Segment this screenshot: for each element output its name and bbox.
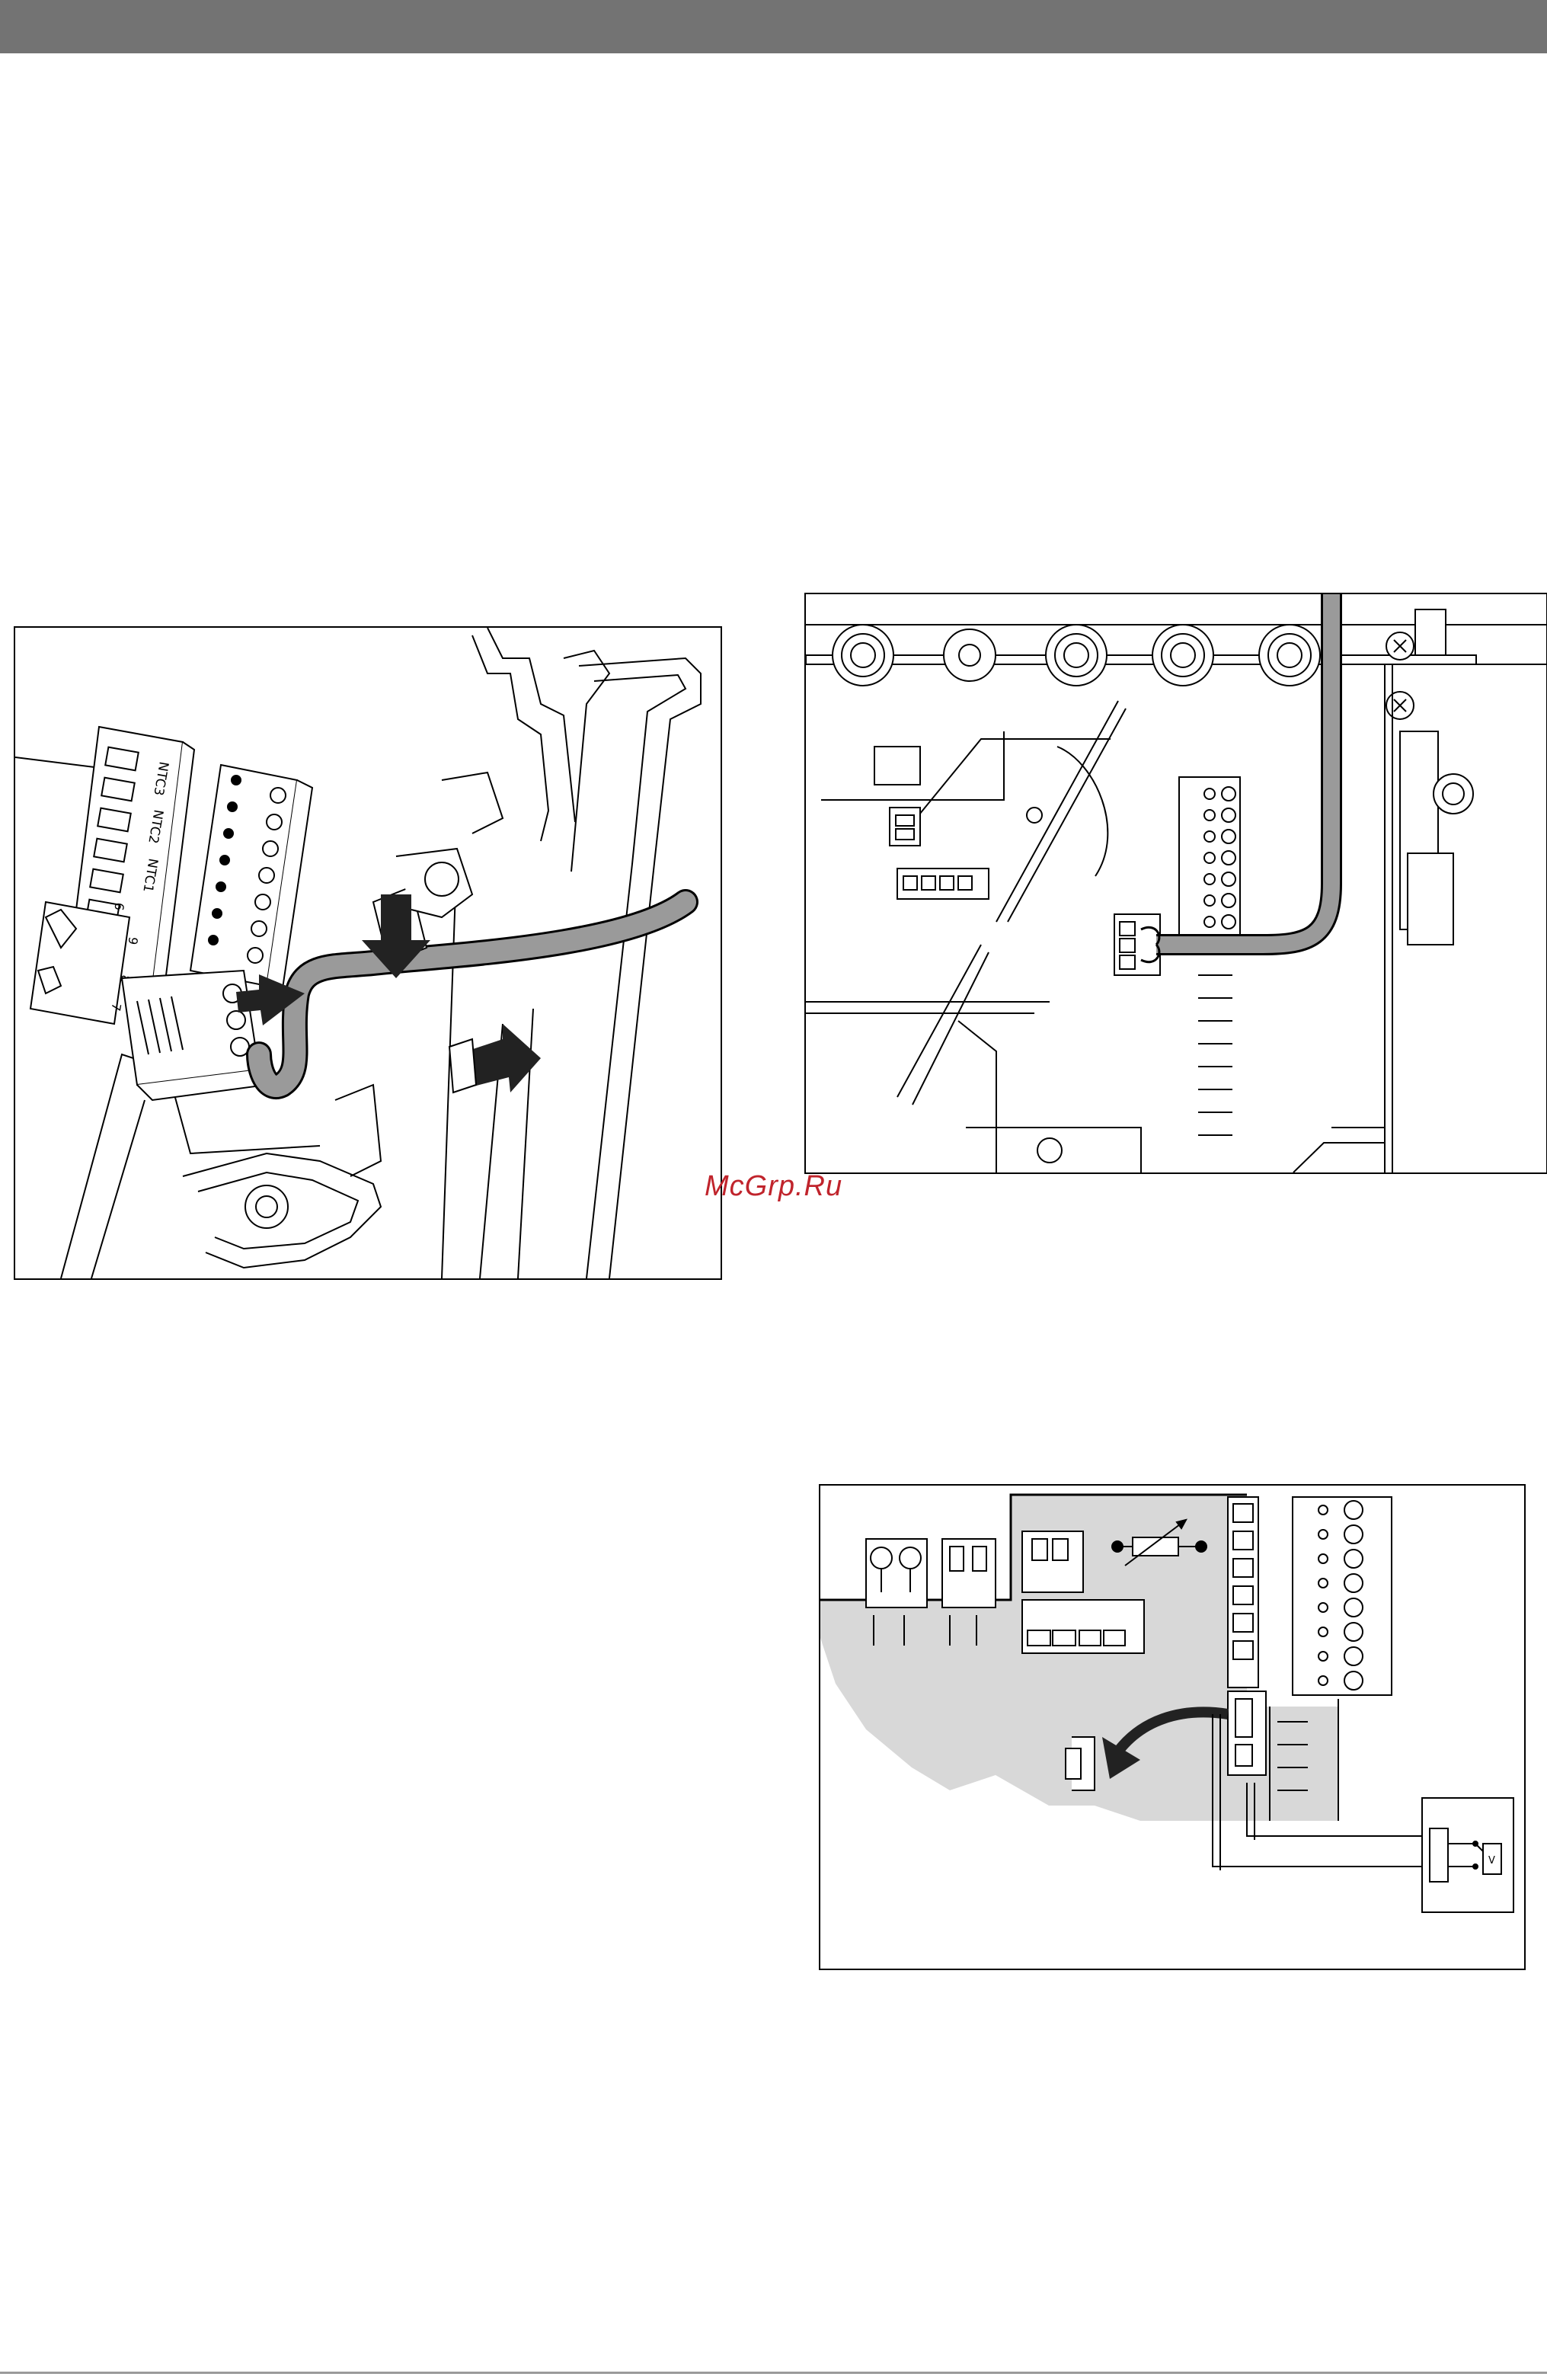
cable-connector [1114, 914, 1160, 975]
figure-cable-routing: NTC3 NTC2 NTC1 9 8 7 6 [14, 626, 722, 1280]
meter-label: V [1488, 1855, 1495, 1867]
screw-terminal-column [1179, 777, 1240, 937]
sensor-box [1422, 1798, 1513, 1912]
side-bracket [1385, 664, 1473, 1172]
header-bar [0, 0, 1547, 53]
small-connectors [874, 747, 989, 899]
wiring-schematic-drawing: V [820, 1486, 1524, 1969]
board-cable-drawing [806, 594, 1546, 1172]
watermark-text: McGrp.Ru [705, 1170, 842, 1203]
cable-routing-drawing: NTC3 NTC2 NTC1 9 8 7 6 [15, 628, 721, 1278]
screw-terminal-block [190, 765, 312, 993]
figure-wiring-schematic: V [819, 1484, 1526, 1970]
plug-connector [122, 971, 267, 1100]
figure-board-cable [804, 593, 1547, 1174]
latch-tab [449, 1039, 476, 1092]
vent-slots [1198, 975, 1232, 1135]
footer-rule [0, 2372, 1547, 2374]
